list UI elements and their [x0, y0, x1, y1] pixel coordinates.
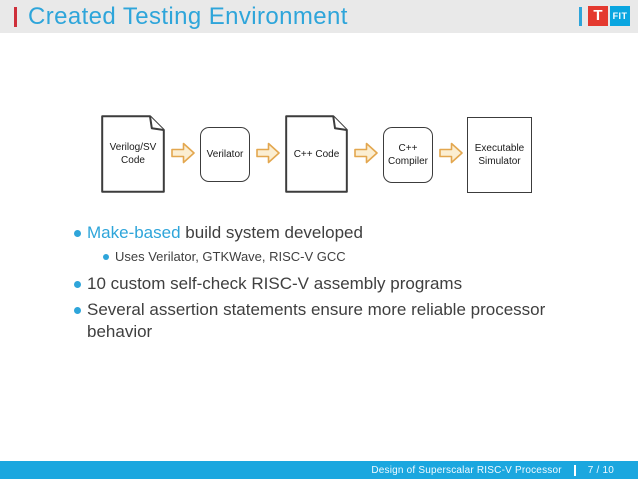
bullet-text: Make-based build system developed — [87, 222, 363, 244]
fit-logo-icon: FIT — [610, 6, 630, 26]
bullet-item: 10 custom self-check RISC-V assembly pro… — [74, 273, 580, 295]
page-title: Created Testing Environment — [28, 2, 348, 30]
flow-arrow-icon — [256, 142, 280, 164]
flow-node-label: C++ Compiler — [387, 143, 428, 167]
flow-node-label: C++ Code — [293, 148, 340, 160]
flow-arrow-icon — [439, 142, 463, 164]
flow-arrow-icon — [171, 142, 195, 164]
bullet-dot-icon — [74, 230, 81, 237]
flow-node-cpp-code: C++ Code — [285, 115, 348, 193]
toolchain-flow-diagram: Verilog/SV Code Verilator C++ Code — [0, 0, 638, 210]
university-logo: T FIT — [579, 6, 630, 26]
bullet-list: Make-based build system developed Uses V… — [74, 222, 580, 347]
bullet-rest: build system developed — [180, 223, 363, 242]
flow-node-label: Verilog/SV Code — [109, 142, 157, 166]
flow-node-verilator: Verilator — [200, 127, 250, 182]
bullet-text: Uses Verilator, GTKWave, RISC-V GCC — [115, 249, 346, 264]
footer-deck-title: Design of Superscalar RISC-V Processor — [371, 464, 562, 476]
flow-node-cpp-compiler: C++ Compiler — [383, 127, 433, 183]
bullet-item: Several assertion statements ensure more… — [74, 299, 580, 343]
flow-arrow-icon — [354, 142, 378, 164]
bullet-item: Make-based build system developed — [74, 222, 580, 244]
header-accent-bar — [14, 7, 17, 27]
slide-footer: Design of Superscalar RISC-V Processor 7… — [0, 461, 638, 479]
flow-node-executable-simulator: Executable Simulator — [467, 117, 532, 193]
footer-separator — [573, 464, 576, 476]
document-shape-icon — [101, 115, 165, 193]
but-t-logo-icon: T — [588, 6, 608, 26]
bullet-dot-icon — [74, 307, 81, 314]
flow-node-label: Verilator — [206, 149, 244, 160]
bullet-subitem: Uses Verilator, GTKWave, RISC-V GCC — [103, 248, 580, 266]
page-number: 7 / 10 — [587, 464, 614, 476]
slide-header: Created Testing Environment T FIT — [0, 0, 638, 33]
bullet-dot-icon — [74, 281, 81, 288]
bullet-text: Several assertion statements ensure more… — [87, 300, 546, 341]
flow-node-verilog-sv-code: Verilog/SV Code — [101, 115, 165, 193]
bullet-highlight: Make-based — [87, 223, 181, 242]
bullet-text: 10 custom self-check RISC-V assembly pro… — [87, 274, 463, 293]
bullet-dot-icon — [103, 254, 109, 260]
document-shape-icon — [285, 115, 348, 193]
flow-node-label: Executable Simulator — [474, 143, 525, 167]
logo-divider-bar — [579, 6, 582, 26]
